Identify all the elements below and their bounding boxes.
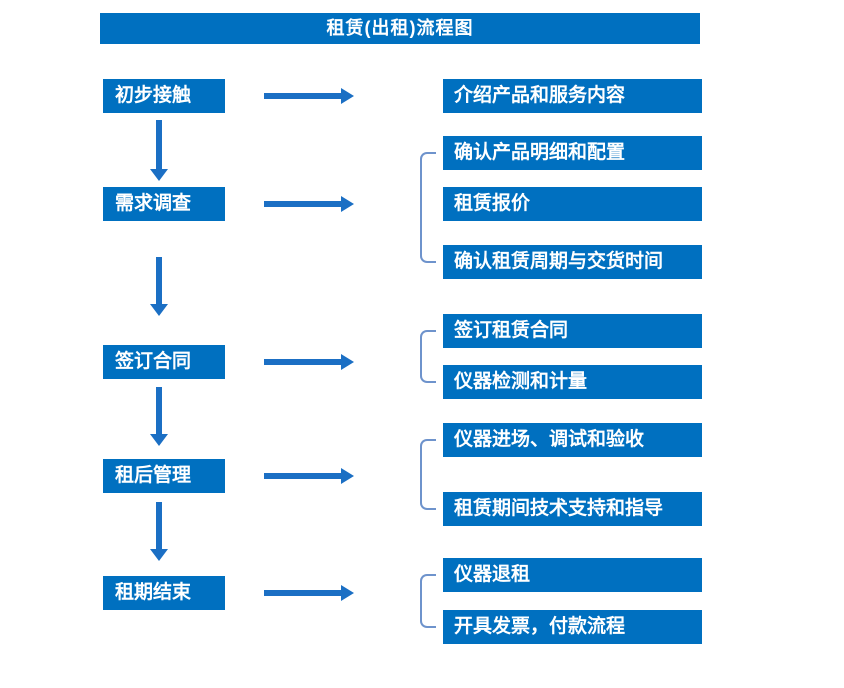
- arrow-stem: [264, 93, 341, 99]
- group-bracket: [420, 152, 436, 263]
- detail-box: 确认产品明细和配置: [443, 136, 702, 170]
- detail-box: 仪器检测和计量: [443, 365, 702, 399]
- arrow-stem: [156, 257, 162, 304]
- arrow-head: [150, 434, 168, 446]
- arrow-head: [341, 196, 354, 212]
- down-arrow: [150, 502, 168, 561]
- detail-box: 仪器进场、调试和验收: [443, 423, 702, 457]
- detail-box: 仪器退租: [443, 558, 702, 592]
- step-box-demand-survey: 需求调查: [103, 187, 225, 221]
- detail-box: 确认租赁周期与交货时间: [443, 245, 702, 279]
- arrow-stem: [156, 502, 162, 549]
- detail-box: 介绍产品和服务内容: [443, 79, 702, 113]
- down-arrow: [150, 387, 168, 446]
- arrow-head: [150, 304, 168, 316]
- group-bracket: [420, 439, 436, 510]
- step-box-sign-contract: 签订合同: [103, 345, 225, 379]
- right-arrow: [264, 468, 354, 484]
- arrow-head: [150, 549, 168, 561]
- step-box-post-rental-management: 租后管理: [103, 459, 225, 493]
- right-arrow: [264, 196, 354, 212]
- detail-box: 租赁期间技术支持和指导: [443, 492, 702, 526]
- step-box-initial-contact: 初步接触: [103, 79, 225, 113]
- detail-box: 租赁报价: [443, 187, 702, 221]
- arrow-stem: [264, 473, 341, 479]
- group-bracket: [420, 330, 436, 383]
- arrow-stem: [264, 201, 341, 207]
- right-arrow: [264, 354, 354, 370]
- arrow-stem: [264, 590, 341, 596]
- step-box-rental-period-end: 租期结束: [103, 576, 225, 610]
- flowchart-title: 租赁(出租)流程图: [100, 13, 700, 44]
- arrow-head: [341, 88, 354, 104]
- down-arrow: [150, 120, 168, 181]
- arrow-head: [341, 468, 354, 484]
- arrow-stem: [156, 387, 162, 434]
- arrow-head: [341, 585, 354, 601]
- group-bracket: [420, 574, 436, 628]
- arrow-head: [150, 169, 168, 181]
- detail-box: 签订租赁合同: [443, 314, 702, 348]
- arrow-head: [341, 354, 354, 370]
- right-arrow: [264, 88, 354, 104]
- right-arrow: [264, 585, 354, 601]
- arrow-stem: [156, 120, 162, 169]
- down-arrow: [150, 257, 168, 316]
- arrow-stem: [264, 359, 341, 365]
- detail-box: 开具发票，付款流程: [443, 610, 702, 644]
